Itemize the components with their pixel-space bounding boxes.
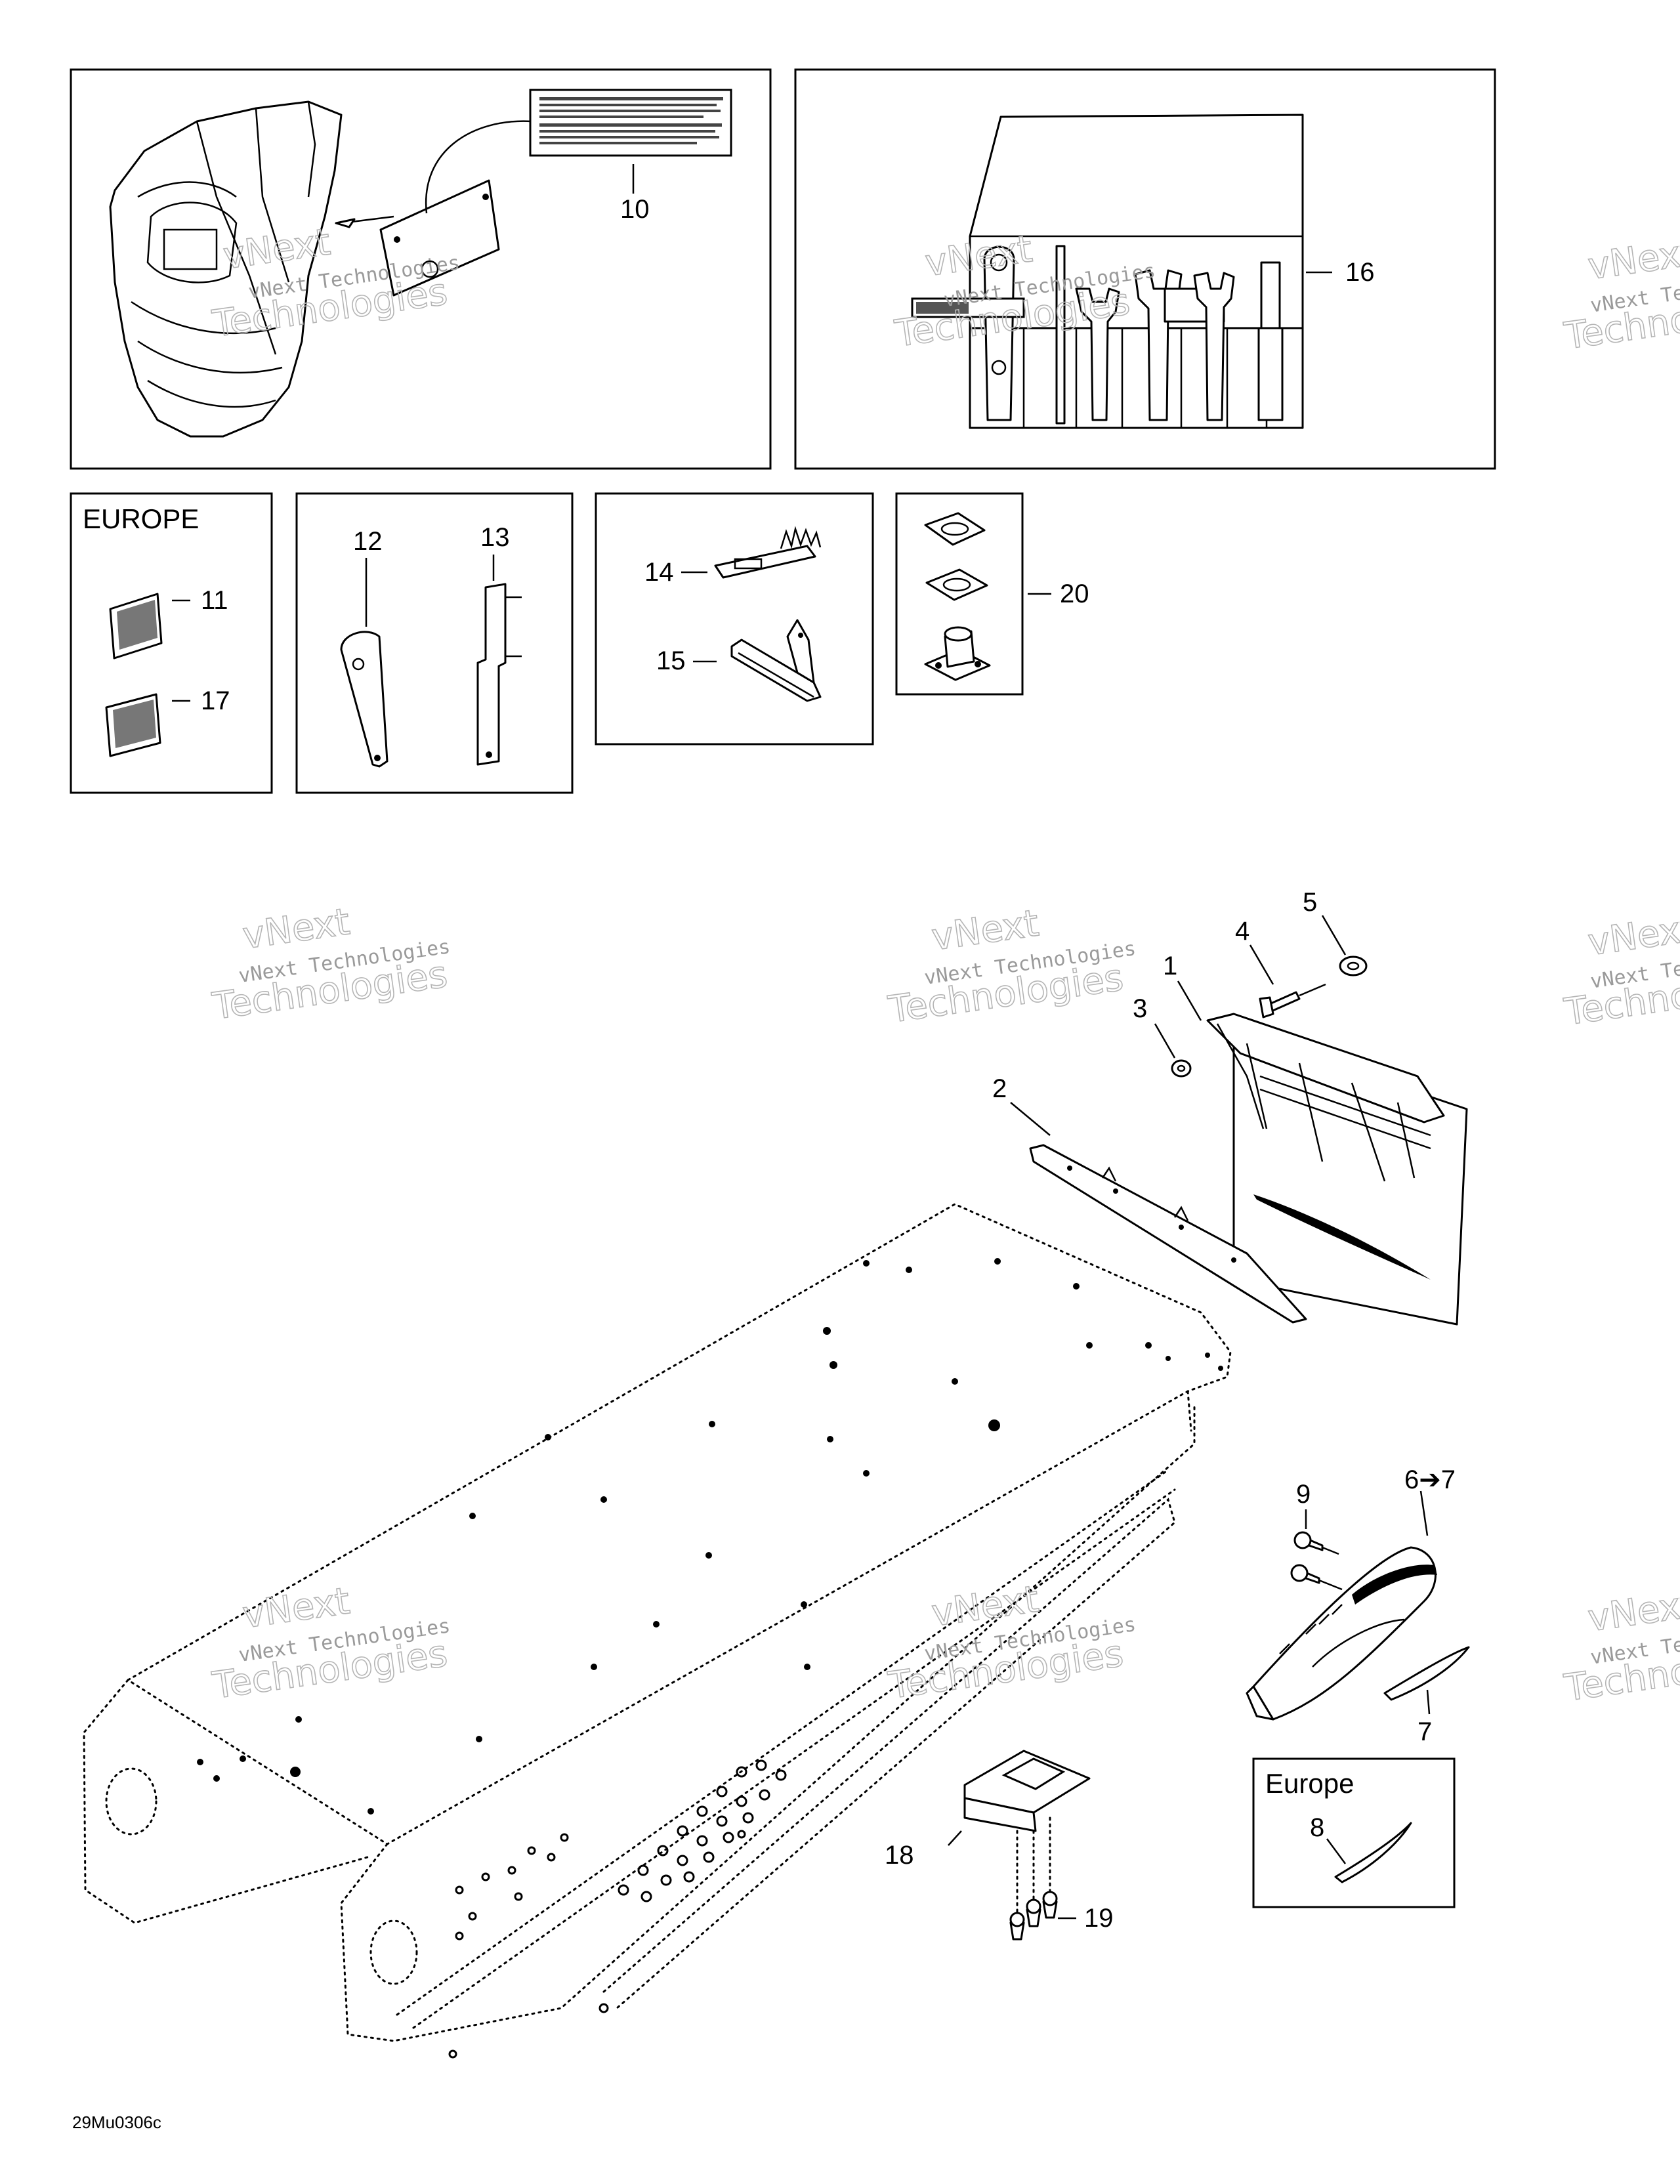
callout-6-7: 6➔7 — [1404, 1465, 1456, 1494]
hood-decal-10 — [379, 120, 532, 297]
panel-europe-reflectors — [70, 492, 273, 794]
panel-mount-kit — [895, 492, 1024, 696]
callout-13: 13 — [480, 523, 510, 552]
svg-text:vNext: vNext — [1586, 1583, 1680, 1640]
insert-7 — [1383, 1646, 1470, 1701]
callout-15: 15 — [656, 646, 686, 675]
callout-18: 18 — [885, 1841, 914, 1870]
europe-insert-title: Europe — [1265, 1768, 1354, 1799]
decal-label — [529, 89, 732, 157]
callout-14: 14 — [644, 558, 674, 587]
europe-box-title: EUROPE — [83, 503, 199, 534]
svg-text:vNext: vNext — [1586, 907, 1680, 964]
panel-wrenches — [295, 492, 574, 794]
bracket-15 — [730, 619, 822, 702]
callout-5: 5 — [1303, 888, 1317, 917]
panel-hood-decal — [70, 68, 772, 470]
callout-12: 12 — [353, 527, 383, 556]
cover-18 — [963, 1750, 1091, 1832]
callout-10: 10 — [620, 195, 650, 224]
hitch-6 — [1246, 1546, 1437, 1721]
bracket-14 — [714, 526, 822, 579]
screws-19 — [1009, 1816, 1058, 1941]
flap-bracket-2 — [1029, 1144, 1307, 1324]
bolt-9 — [1290, 1531, 1343, 1591]
panel-europe-insert — [1252, 1757, 1456, 1908]
callout-11: 11 — [201, 586, 228, 615]
tool-kit-16 — [911, 114, 1304, 429]
tool-13 — [476, 583, 522, 766]
panel-tool-kit — [794, 68, 1496, 470]
svg-text:vNext: vNext — [929, 1578, 1041, 1635]
diagram-code: 29Mu0306c — [72, 2112, 161, 2132]
callout-1: 1 — [1163, 952, 1177, 980]
watermark: vNext vNext Technologies Technologies vN… — [209, 220, 1680, 1711]
washer-3 — [1171, 1059, 1192, 1078]
callout-9: 9 — [1296, 1480, 1311, 1509]
footrest-holes — [448, 1759, 787, 2059]
tunnel-assembly — [83, 1203, 1232, 2042]
snow-flap-1 — [1206, 1013, 1468, 1326]
reflector-11 — [109, 593, 163, 660]
svg-text:vNext: vNext — [240, 900, 352, 957]
mount-kit-20 — [924, 512, 991, 681]
ring-5 — [1339, 956, 1368, 976]
svg-text:vNext: vNext — [240, 1580, 352, 1637]
callout-8: 8 — [1310, 1813, 1324, 1842]
callout-7: 7 — [1418, 1717, 1432, 1746]
callout-3: 3 — [1133, 994, 1147, 1023]
callout-4: 4 — [1235, 917, 1250, 946]
panel-brackets — [595, 492, 874, 746]
callout-20: 20 — [1060, 579, 1089, 608]
callout-19: 19 — [1084, 1904, 1114, 1933]
callout-17: 17 — [201, 686, 230, 715]
insert-8 — [1334, 1822, 1412, 1883]
rivet-4 — [1259, 983, 1326, 1018]
reflector-17 — [105, 693, 161, 757]
svg-text:vNext: vNext — [929, 902, 1041, 959]
spanner-12 — [340, 631, 388, 768]
hood-illustration — [109, 100, 343, 438]
callout-16: 16 — [1345, 258, 1375, 287]
callout-2: 2 — [992, 1074, 1007, 1103]
tunnel-holes — [197, 1258, 1223, 1815]
svg-text:vNext: vNext — [1586, 231, 1680, 288]
